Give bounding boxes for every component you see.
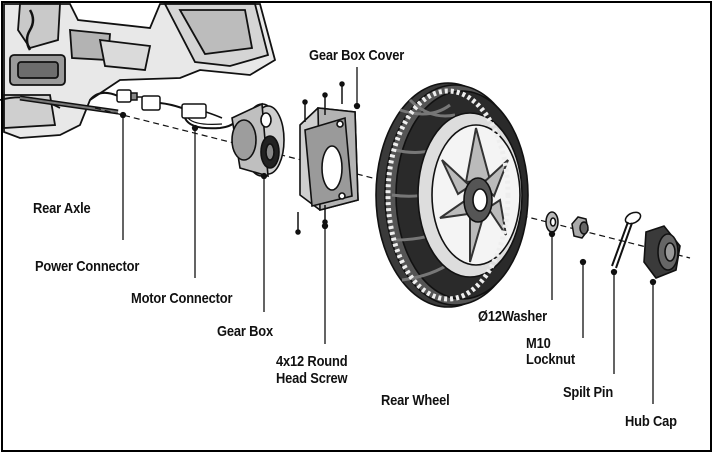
diagram-border	[1, 1, 712, 452]
label-locknut-line1: M10	[526, 335, 551, 352]
label-washer: Ø12Washer	[478, 308, 547, 325]
gear-box-cover-part	[299, 107, 359, 212]
label-motor-connector: Motor Connector	[131, 290, 233, 307]
connector-wiring	[89, 89, 236, 130]
split-pin-part	[611, 211, 642, 269]
label-gear-box: Gear Box	[217, 323, 273, 340]
assembly-axis-line	[94, 107, 691, 259]
washer-part	[545, 211, 559, 233]
gear-box-part	[231, 102, 285, 178]
label-round-head-screw-line2: Head Screw	[276, 370, 348, 387]
label-locknut-line2: Locknut	[526, 351, 575, 368]
label-hub-cap: Hub Cap	[625, 413, 677, 430]
locknut-part	[571, 216, 589, 239]
label-rear-axle: Rear Axle	[33, 200, 91, 217]
rear-axle-rod	[19, 95, 119, 115]
label-round-head-screw-line1: 4x12 Round	[276, 353, 348, 370]
rear-wheel-part	[375, 82, 529, 308]
callout-leader-lines	[119, 67, 657, 404]
label-gear-box-cover: Gear Box Cover	[309, 47, 405, 64]
hub-cap-part	[643, 225, 681, 279]
label-split-pin: Spilt Pin	[563, 384, 614, 401]
label-rear-wheel: Rear Wheel	[381, 392, 450, 409]
label-power-connector: Power Connector	[35, 258, 140, 275]
